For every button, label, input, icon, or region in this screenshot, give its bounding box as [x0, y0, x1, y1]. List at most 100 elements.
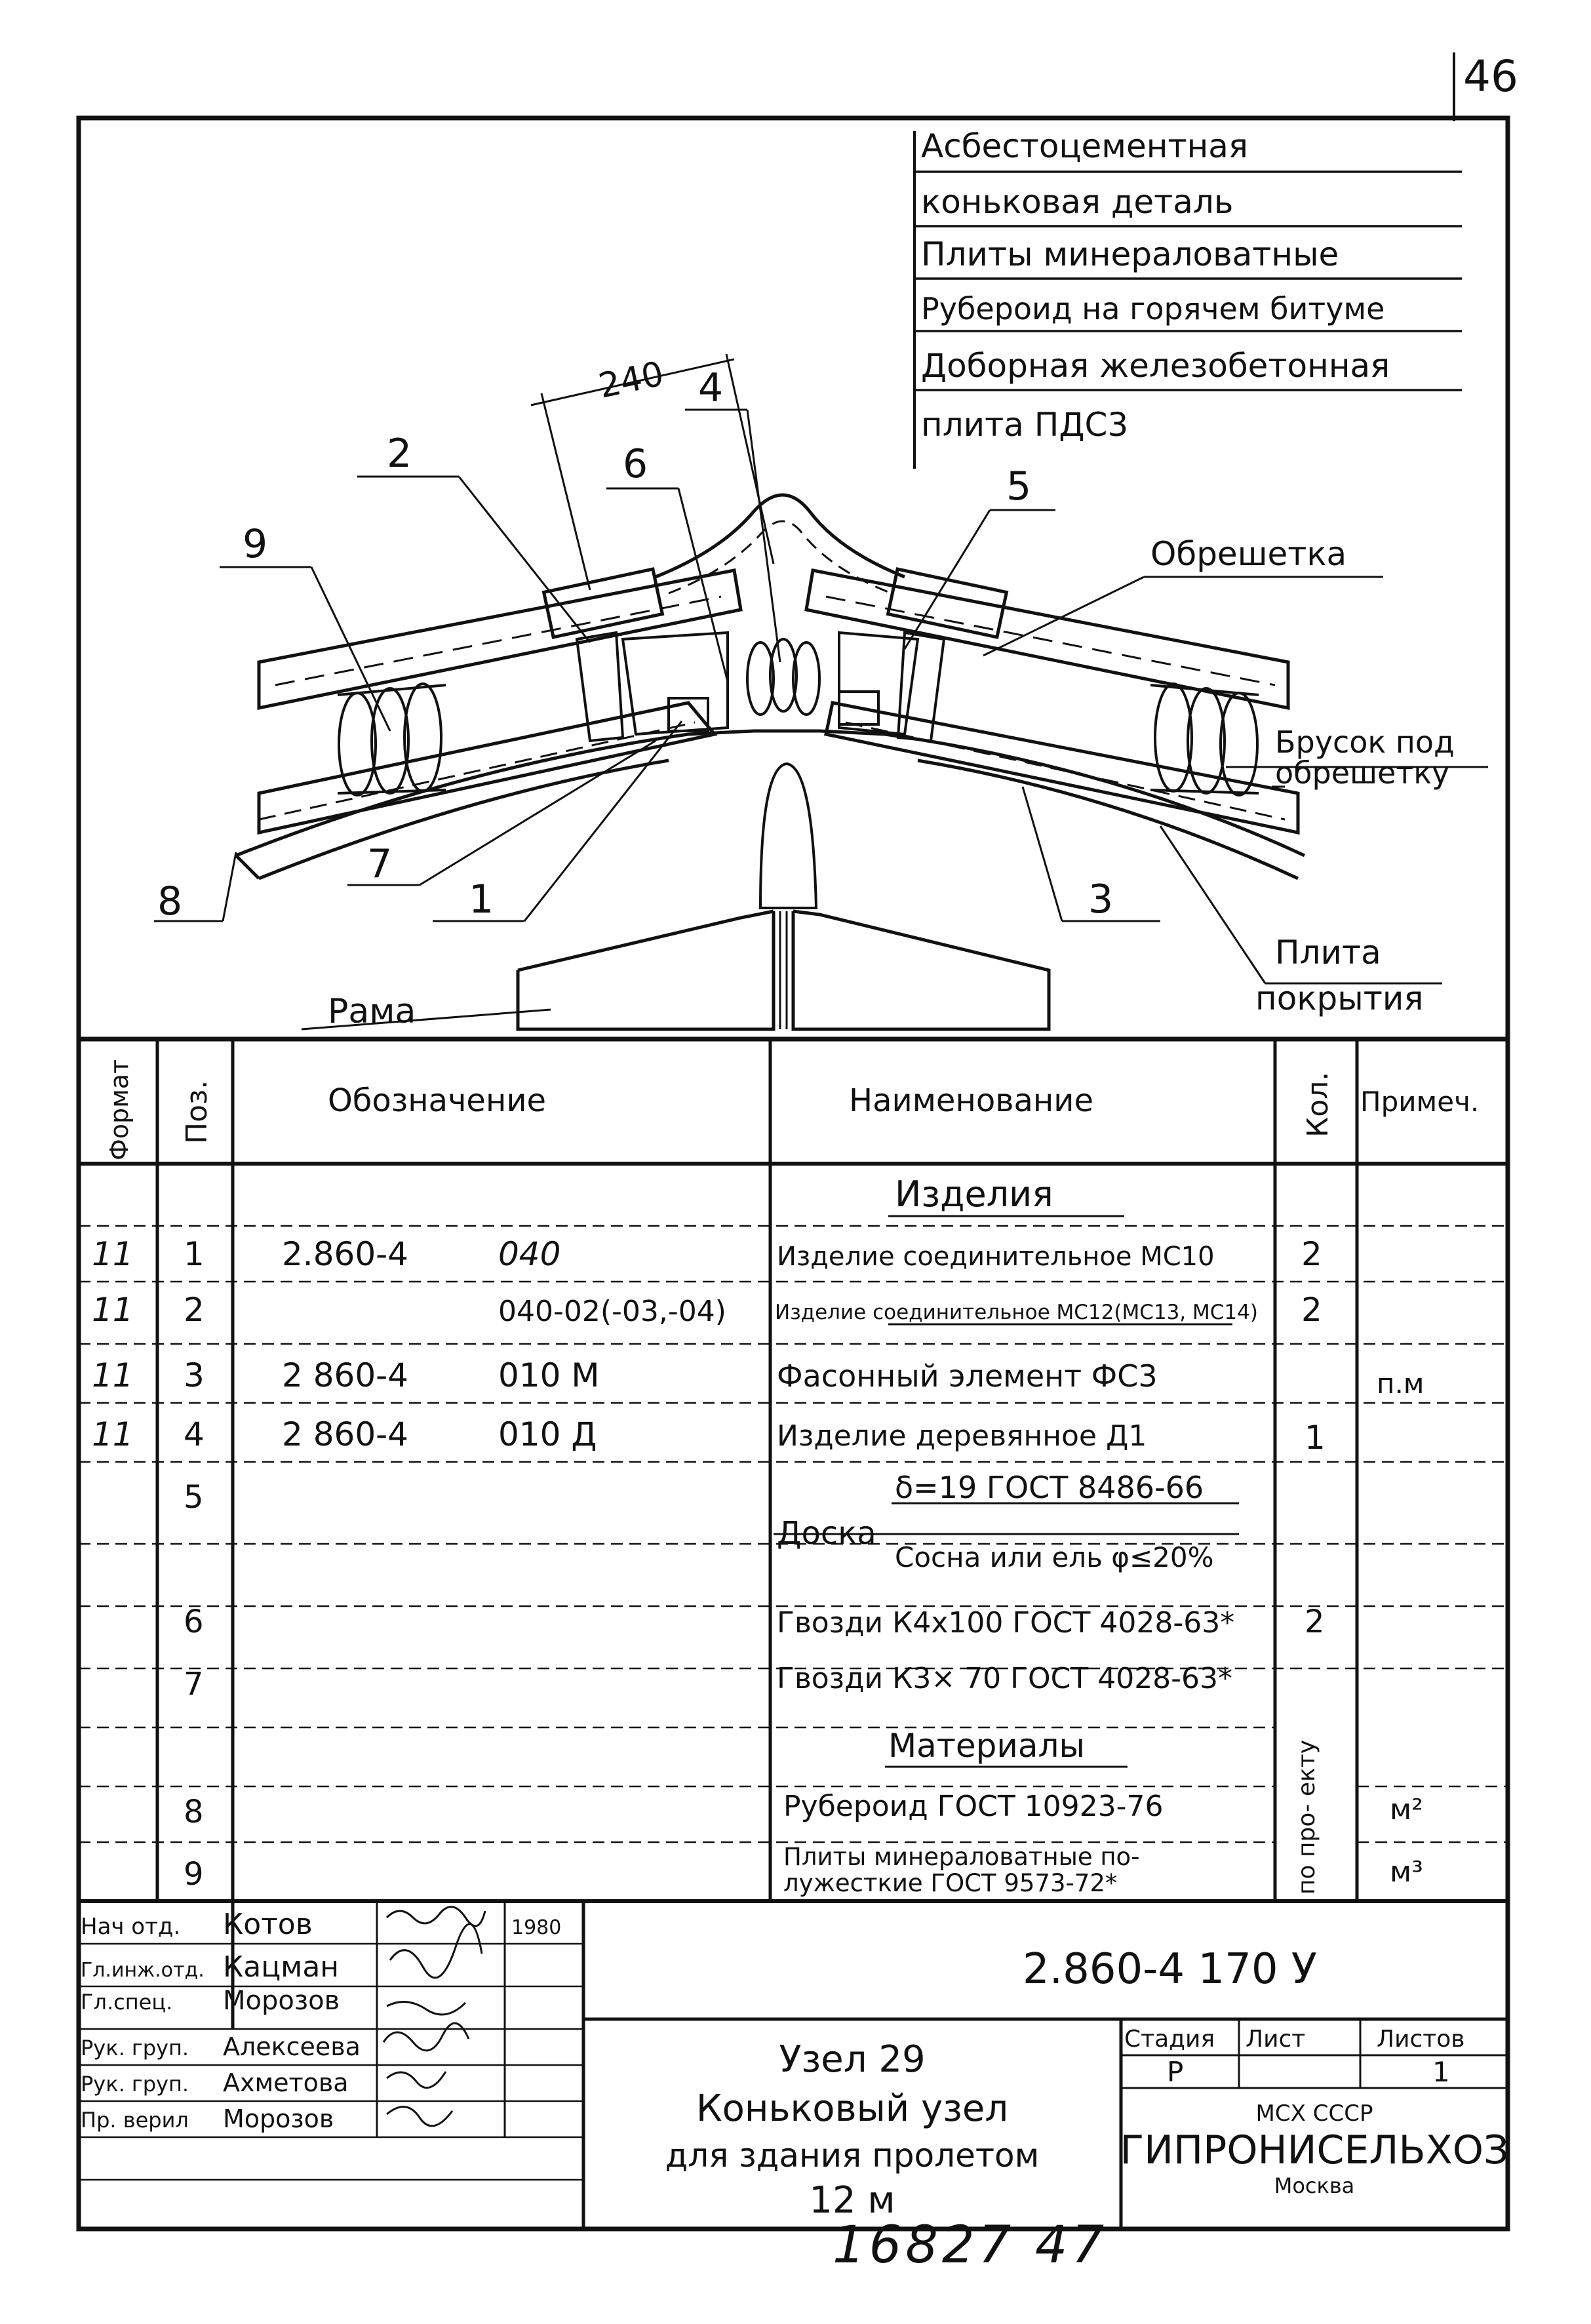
label-brusok-2: обрешетку [1275, 755, 1449, 791]
label-rama: Рама [328, 992, 416, 1031]
title-block-title: Узел 29 Коньковый узел для здания пролет… [665, 2038, 1040, 2222]
callout-7: 7 [367, 841, 392, 887]
sheet-number: 46 [1463, 51, 1518, 102]
sheets-value: 1 [1432, 2056, 1450, 2088]
row1-format: 11 [92, 1235, 134, 1273]
section-materials: Материалы [888, 1727, 1085, 1765]
legend-line-1: Асбестоцементная [921, 127, 1248, 165]
row3-name: Фасонный элемент ФС3 [777, 1358, 1158, 1394]
row5-name-c: Сосна или ель φ≤20% [895, 1541, 1214, 1573]
leader-lines [154, 408, 1488, 1031]
header-name: Наименование [849, 1082, 1093, 1119]
label-obreshetka: Обрешетка [1150, 535, 1346, 573]
name-3: Морозов [223, 1986, 340, 2016]
archive-code: 16827 47 [833, 2216, 1109, 2275]
row4-des2: 010 Д [498, 1415, 597, 1453]
row1-name: Изделие соединительное МС10 [777, 1242, 1215, 1272]
sheets-label: Листов [1377, 2026, 1464, 2053]
row2-qty: 2 [1301, 1291, 1322, 1329]
mineral-wool-center [746, 638, 821, 716]
header-pos: Поз. [180, 1080, 214, 1144]
spec-table-grid [79, 1036, 1508, 2229]
row4-des1: 2 860-4 [282, 1415, 408, 1453]
dimension-240-label: 240 [595, 354, 667, 406]
row2-des2: 040-02(-03,-04) [498, 1295, 726, 1328]
title-line-4: 12 м [809, 2179, 895, 2222]
header-qty: Кол. [1301, 1072, 1335, 1137]
callout-5: 5 [1006, 463, 1031, 509]
document-code: 2.860-4 170 У [1023, 1945, 1317, 1994]
row4-qty: 1 [1305, 1419, 1326, 1457]
sheet-frame [76, 115, 1510, 2232]
section-products: Изделия [895, 1173, 1053, 1215]
qty-merged: по про- екту [1293, 1740, 1320, 1895]
callout-8: 8 [157, 878, 182, 924]
name-5: Ахметова [223, 2068, 349, 2097]
label-plita-2: покрытия [1255, 979, 1423, 1017]
row4-format: 11 [92, 1415, 134, 1453]
row8-pos: 8 [184, 1794, 204, 1830]
callout-1: 1 [469, 876, 494, 922]
legend-lines [914, 170, 1462, 391]
callout-4: 4 [698, 365, 723, 411]
row9-name-1: Плиты минераловатные по- [783, 1843, 1140, 1871]
callout-3: 3 [1088, 876, 1113, 922]
callout-2: 2 [387, 431, 412, 477]
role-2: Гл.инж.отд. [81, 1959, 205, 1982]
name-2: Кацман [223, 1950, 339, 1984]
organization: МСХ СССР ГИПРОНИСЕЛЬХОЗ Москва [1120, 2100, 1509, 2198]
title-line-2: Коньковый узел [696, 2087, 1008, 2130]
signatures [382, 1906, 486, 2127]
org-line-3: Москва [1274, 2173, 1355, 2198]
legend-line-6: плита ПДС3 [921, 406, 1128, 444]
row8-note: м² [1390, 1793, 1423, 1826]
ridge-cap [655, 493, 905, 579]
spec-table-header: Формат Поз. Обозначение Наименование Кол… [105, 1059, 1479, 1160]
row5-name-b: δ=19 ГОСТ 8486-66 [895, 1470, 1204, 1505]
legend-texts: Асбестоцементная коньковая деталь Плиты … [921, 127, 1390, 444]
wooden-wedges [575, 631, 946, 743]
header-designation: Обозначение [328, 1082, 546, 1119]
label-plita-1: Плита [1275, 934, 1381, 972]
ridge-cap-inner [668, 520, 892, 595]
title-line-3: для здания пролетом [665, 2137, 1040, 2175]
role-3: Гл.спец. [81, 1990, 172, 2015]
stage-value: Р [1167, 2056, 1183, 2088]
roof-slab [235, 729, 1306, 909]
name-4: Алексеева [223, 2032, 361, 2061]
legend-line-4: Рубероид на горячем битуме [921, 291, 1385, 326]
legend-line-2: коньковая деталь [921, 183, 1233, 221]
row3-des2: 010 М [498, 1356, 599, 1394]
header-format: Формат [105, 1059, 134, 1160]
spec-rows-1-4: 11 1 2.860-4 040 Изделие соединительное … [92, 1235, 1424, 1457]
row9-note: м³ [1390, 1855, 1423, 1889]
legend-line-5: Доборная железобетонная [921, 347, 1390, 385]
sheet-label: Лист [1246, 2026, 1305, 2053]
role-4: Рук. груп. [81, 2036, 189, 2060]
title-block-staff: Нач отд. Гл.инж.отд. Гл.спец. Рук. груп.… [81, 1908, 561, 2133]
role-6: Пр. верил [81, 2108, 189, 2133]
row5-name-a: Доска [777, 1515, 876, 1552]
stage-label: Стадия [1124, 2026, 1215, 2053]
year: 1980 [511, 1916, 561, 1939]
row3-note: п.м [1377, 1368, 1424, 1400]
frame-beam [516, 909, 1051, 1031]
drawing-labels: 240 9 2 6 4 5 Обрешетка Брусок под обреш… [157, 354, 1455, 1031]
row9-pos: 9 [184, 1856, 204, 1893]
ridge-node-drawing [154, 131, 1488, 1031]
row3-des1: 2 860-4 [282, 1356, 408, 1394]
title-line-1: Узел 29 [779, 2038, 925, 2081]
row4-pos: 4 [184, 1415, 205, 1453]
row1-pos: 1 [184, 1235, 205, 1273]
name-6: Морозов [223, 2104, 334, 2133]
legend-line-3: Плиты минераловатные [921, 235, 1339, 273]
row1-qty: 2 [1301, 1235, 1322, 1273]
row2-pos: 2 [184, 1291, 205, 1329]
row8-name: Рубероид ГОСТ 10923-76 [783, 1790, 1164, 1823]
connector-block-right [838, 690, 880, 726]
row3-pos: 3 [184, 1356, 205, 1394]
org-line-1: МСХ СССР [1256, 2100, 1373, 2127]
org-line-2: ГИПРОНИСЕЛЬХОЗ [1120, 2127, 1509, 2173]
spec-rows-5-9: 5 Доска δ=19 ГОСТ 8486-66 Сосна или ель … [184, 1470, 1423, 1897]
